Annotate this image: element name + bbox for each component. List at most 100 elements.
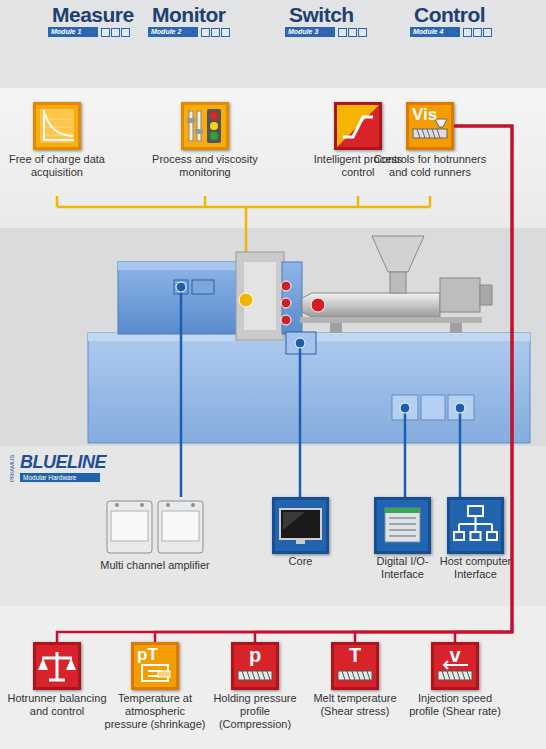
icon-letter: pT	[137, 645, 158, 665]
drawing-path	[342, 671, 370, 680]
node-caption: Core	[246, 555, 356, 568]
drawing-rect	[207, 109, 221, 143]
drawing-rect	[118, 262, 238, 334]
icon-symbol	[275, 500, 326, 551]
module-heading: Control	[414, 3, 485, 27]
drawing-path	[242, 671, 270, 680]
drawing-rect	[385, 508, 420, 513]
function-icon: Free of charge data acquisition	[33, 102, 81, 150]
function-icon: vInjection speed profile (Shear rate)	[431, 642, 479, 690]
node-caption: Hotrunner balancing and control	[5, 692, 109, 718]
module-badge: ControlModule 4	[410, 27, 460, 37]
drawing-path	[181, 287, 460, 497]
connector-line	[454, 126, 512, 642]
module-badge: MonitorModule 2	[148, 27, 198, 37]
drawing-path	[42, 652, 72, 680]
drawing-path	[66, 658, 76, 670]
node-caption: Free of charge data acquisition	[5, 153, 109, 179]
drawing-rect	[280, 509, 321, 539]
function-icon: pHolding pressure profile (Compression)	[231, 642, 279, 690]
module-square	[358, 28, 367, 37]
icon-letter: v	[434, 645, 476, 665]
node-caption: Controls for hotrunners and cold runners	[372, 153, 488, 179]
drawing-circle	[400, 403, 410, 413]
drawing-rect	[390, 272, 406, 293]
module-badge: MeasureModule 1	[48, 27, 98, 37]
drawing-rect	[282, 262, 302, 334]
drawing-circle	[176, 282, 186, 292]
module-heading: Measure	[52, 3, 134, 27]
drawing-rect	[197, 111, 201, 141]
company-name: PRIAMUS	[9, 455, 15, 482]
drawing-rect	[0, 228, 546, 446]
function-icon: pTTemperature at atmospheric pressure (s…	[131, 642, 179, 690]
drawing-rect	[454, 532, 464, 540]
drawing-rect	[300, 317, 482, 323]
drawing-rect	[480, 285, 492, 305]
drawing-rect	[158, 501, 203, 553]
icon-symbol	[337, 105, 379, 147]
module-heading: Switch	[289, 3, 354, 27]
node-caption: Temperature at atmospheric pressure (shr…	[103, 692, 207, 731]
drawing-polygon	[337, 105, 379, 147]
icon-letter: Vis	[412, 105, 437, 125]
drawing-rect	[440, 278, 480, 312]
drawing-path	[343, 117, 373, 137]
drawing-path	[459, 516, 492, 532]
icon-symbol	[184, 105, 226, 147]
drawing-rect	[118, 262, 238, 270]
drawing-path	[44, 110, 74, 140]
drawing-circle	[311, 298, 325, 312]
drawing-path	[45, 114, 73, 136]
module-square	[101, 28, 110, 37]
drawing-path	[372, 236, 424, 272]
icon-symbol	[450, 500, 501, 551]
connector-line	[255, 126, 512, 642]
drawing-rect	[0, 606, 546, 749]
drawing-circle	[210, 132, 218, 140]
module-square	[473, 28, 482, 37]
connector-line	[155, 126, 512, 642]
drawing-rect	[330, 323, 342, 333]
drawing-rect	[40, 109, 74, 143]
drawing-rect	[174, 280, 188, 294]
drawing-path	[389, 518, 416, 536]
drawing-rect	[385, 508, 420, 542]
drawing-circle	[191, 503, 195, 507]
node-caption: Injection speed profile (Shear rate)	[403, 692, 507, 718]
node-caption: Digital I/O-Interface	[368, 555, 438, 581]
drawing-rect	[192, 280, 214, 294]
drawing-rect	[158, 671, 170, 677]
module-square	[463, 28, 472, 37]
node-caption: Host computer Interface	[436, 555, 516, 581]
hardware-box: Multi channel amplifier	[105, 497, 205, 555]
module-number: Module 4	[413, 27, 443, 37]
drawing-circle	[210, 122, 218, 130]
drawing-rect	[421, 395, 445, 420]
module-heading: Monitor	[152, 3, 225, 27]
drawing-rect	[413, 129, 447, 138]
drawing-circle	[210, 112, 218, 120]
node-caption: Holding pressure profile (Compression)	[203, 692, 307, 731]
module-number: Module 2	[151, 27, 181, 37]
drawing-rect	[338, 671, 372, 680]
drawing-rect	[296, 540, 305, 544]
drawing-path	[283, 512, 305, 530]
drawing-rect	[107, 501, 152, 553]
drawing-rect	[189, 111, 193, 141]
drawing-circle	[115, 503, 119, 507]
drawing-rect	[450, 323, 462, 333]
drawing-circle	[295, 338, 305, 348]
drawing-circle	[140, 503, 144, 507]
drawing-rect	[236, 252, 284, 340]
connector-line	[355, 126, 512, 642]
drawing-circle	[281, 281, 291, 291]
drawing-rect	[88, 333, 530, 443]
icon-symbol	[36, 645, 78, 687]
module-square	[111, 28, 120, 37]
module-square	[121, 28, 130, 37]
icon-symbol	[36, 105, 78, 147]
